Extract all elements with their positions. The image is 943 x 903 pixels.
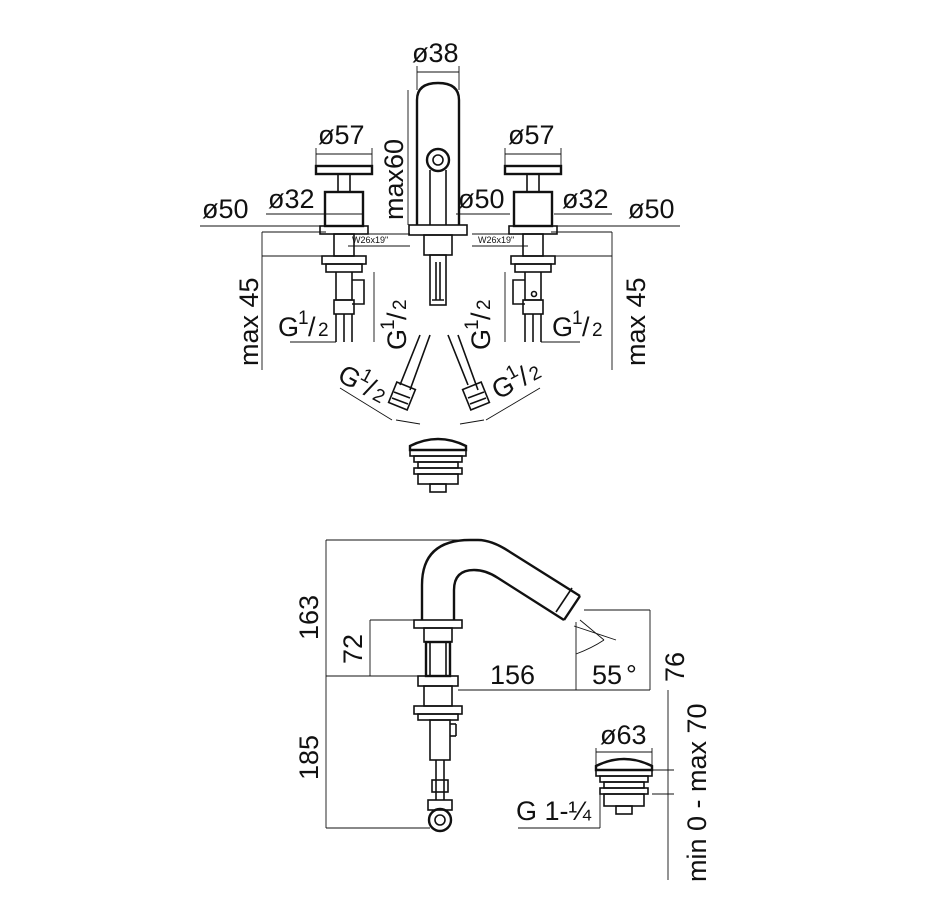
side-view: 163 72 156 55 ° 76 185 ø63 G 1-¼ min 0 -… bbox=[294, 538, 712, 882]
angle-label: 55 ° bbox=[592, 660, 637, 690]
svg-text:G: G bbox=[382, 329, 412, 350]
waste-thread-label: G 1-¼ bbox=[516, 796, 592, 826]
thread-label-right: G 1 / 2 bbox=[552, 308, 603, 342]
base-inner-right-label: ø32 bbox=[562, 184, 609, 214]
max-left-label: max 45 bbox=[234, 277, 264, 366]
waste-diameter-label: ø63 bbox=[600, 720, 647, 750]
svg-text:1: 1 bbox=[462, 319, 483, 330]
spout bbox=[408, 81, 468, 306]
svg-text:°: ° bbox=[626, 660, 637, 690]
svg-text:/: / bbox=[466, 312, 496, 320]
right-hose bbox=[447, 334, 491, 411]
svg-text:1: 1 bbox=[572, 308, 583, 329]
right-handle-diameter-label: ø57 bbox=[508, 120, 555, 150]
waste-side-view bbox=[518, 690, 674, 880]
svg-text:G: G bbox=[552, 312, 573, 342]
left-handle bbox=[314, 164, 374, 342]
waste-top-view bbox=[408, 437, 468, 493]
thread-label-mid-right: G 1 / 2 bbox=[462, 299, 496, 350]
body-height-label: 72 bbox=[338, 634, 368, 664]
thread-label-mid-left: G 1 / 2 bbox=[378, 299, 412, 350]
wrench-size-right: W26x19" bbox=[478, 235, 514, 245]
left-handle-diameter-label: ø57 bbox=[318, 120, 365, 150]
base-inner-left-label: ø32 bbox=[268, 184, 315, 214]
thread-label-hose-right: G 1 / 2 bbox=[487, 361, 545, 405]
svg-text:/: / bbox=[582, 312, 590, 342]
base-outer-left-label: ø50 bbox=[202, 194, 249, 224]
svg-text:1: 1 bbox=[298, 308, 309, 329]
total-height-label: 163 bbox=[294, 595, 324, 640]
thread-label-left: G 1 / 2 bbox=[278, 308, 329, 342]
svg-text:55: 55 bbox=[592, 660, 622, 690]
svg-text:/: / bbox=[382, 312, 412, 320]
reach-label: 156 bbox=[490, 660, 535, 690]
below-deck-label: 185 bbox=[294, 735, 324, 780]
svg-text:2: 2 bbox=[390, 299, 411, 310]
base-center-label: ø50 bbox=[458, 184, 505, 214]
base-outer-right-label: ø50 bbox=[628, 194, 675, 224]
svg-text:2: 2 bbox=[592, 320, 603, 341]
svg-text:G: G bbox=[278, 312, 299, 342]
spout-diameter-label: ø38 bbox=[412, 38, 459, 68]
svg-text:2: 2 bbox=[474, 299, 495, 310]
top-view: ø38 ø57 ø57 max60 ø50 ø32 ø50 ø32 ø50 W2… bbox=[200, 38, 680, 493]
waste-range-label: min 0 - max 70 bbox=[682, 703, 712, 882]
svg-text:/: / bbox=[308, 312, 316, 342]
svg-text:1: 1 bbox=[378, 319, 399, 330]
svg-text:G: G bbox=[466, 329, 496, 350]
wrench-size-left: W26x19" bbox=[352, 235, 388, 245]
outlet-height-label: 76 bbox=[660, 652, 690, 682]
left-hose bbox=[387, 334, 431, 411]
svg-text:2: 2 bbox=[318, 320, 329, 341]
max-right-label: max 45 bbox=[621, 277, 651, 366]
spout-height-label: max60 bbox=[379, 139, 409, 220]
side-dimensions bbox=[325, 539, 651, 829]
top-dimensions bbox=[200, 66, 680, 425]
thread-label-hose-left: G 1 / 2 bbox=[333, 359, 388, 408]
